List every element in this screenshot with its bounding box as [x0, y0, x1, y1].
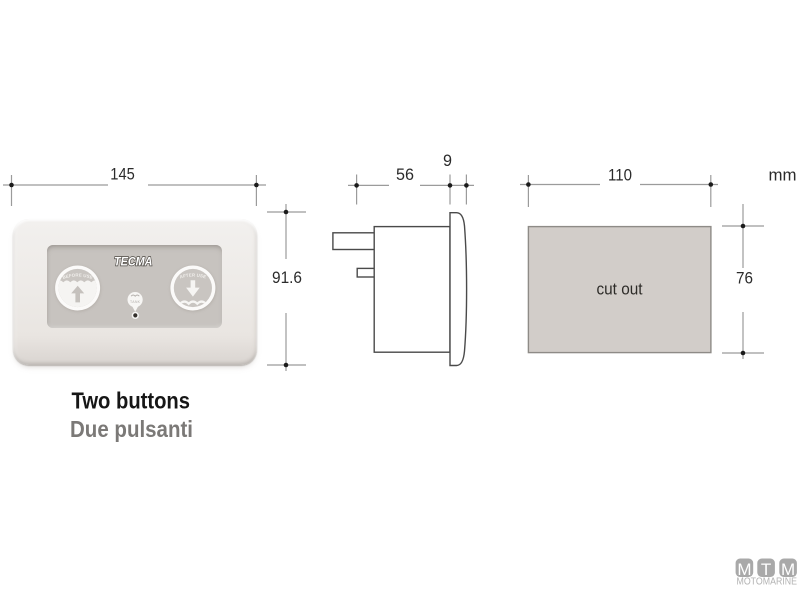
svg-text:110: 110 — [608, 166, 632, 185]
svg-text:145: 145 — [110, 165, 135, 184]
svg-text:T: T — [761, 560, 771, 579]
svg-text:M: M — [737, 560, 751, 579]
svg-text:BEFORE USE: BEFORE USE — [62, 272, 94, 280]
svg-text:91.6: 91.6 — [272, 268, 302, 287]
svg-text:cut out: cut out — [597, 280, 643, 299]
svg-text:TECMA: TECMA — [114, 255, 153, 269]
svg-text:9: 9 — [443, 151, 452, 170]
svg-text:Due pulsanti: Due pulsanti — [70, 416, 193, 442]
svg-text:mm: mm — [769, 166, 797, 185]
svg-text:MOTOMARINE: MOTOMARINE — [737, 577, 798, 588]
svg-text:56: 56 — [396, 165, 414, 184]
svg-text:M: M — [781, 560, 795, 579]
svg-text:AFTER USE: AFTER USE — [179, 272, 207, 279]
svg-text:76: 76 — [736, 269, 753, 288]
svg-text:Two buttons: Two buttons — [72, 388, 191, 414]
svg-text:TANK: TANK — [130, 300, 141, 304]
